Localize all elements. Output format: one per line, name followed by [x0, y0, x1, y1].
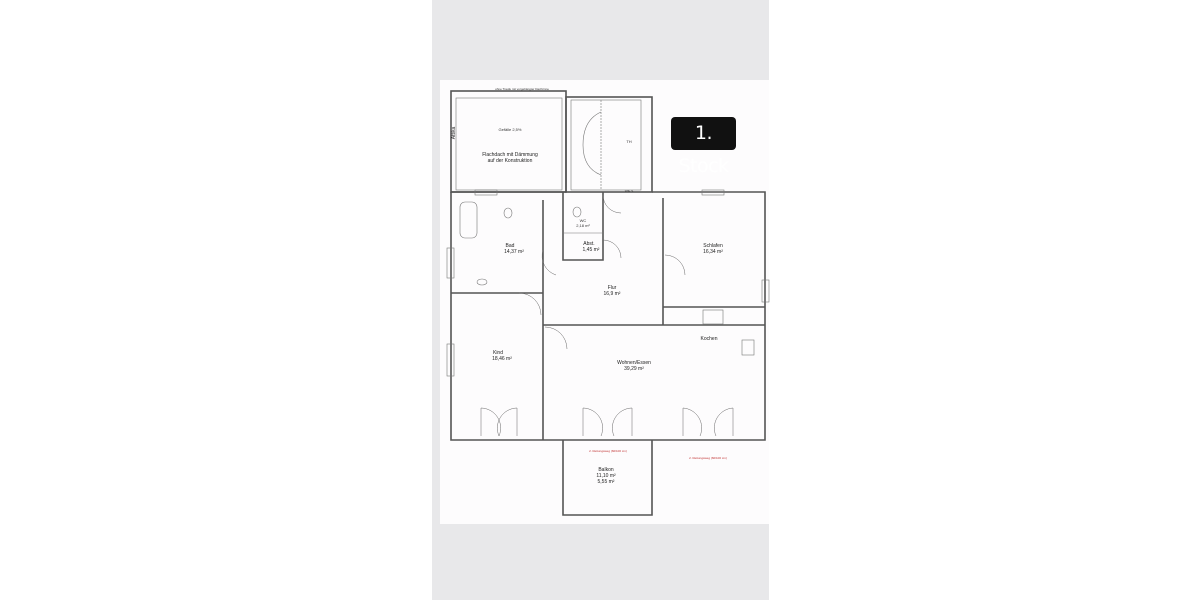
flat-roof-outline [450, 90, 567, 193]
top-note: ohne Traufe mit vorgehängter Dachrinne [495, 87, 549, 91]
window-schlafen [701, 189, 725, 196]
rettungsweg-note-2: 2. Rettungsweg (60/100 cm) [689, 456, 727, 460]
room-kochen-name: Kochen [701, 336, 718, 342]
window-bad [474, 189, 498, 196]
floor-plan-sheet [440, 80, 769, 524]
room-flur-name: Flur [608, 285, 617, 291]
room-schlafen-area: 16,34 m² [703, 249, 723, 255]
wohnen-door [544, 326, 568, 350]
wohnen-double-door-2 [682, 407, 734, 437]
bathtub [459, 201, 478, 239]
sink-bad [476, 278, 488, 286]
schlafen-door [664, 254, 686, 276]
toilet-bad [503, 207, 513, 219]
room-wohnen-name: Wohnen/Essen [617, 360, 651, 366]
toilet-wc [572, 206, 582, 218]
kind-door [518, 292, 542, 316]
room-kind-area: 18,46 m² [492, 356, 512, 362]
attika-label: Attika [451, 127, 457, 140]
room-bad-area: 14,37 m² [504, 249, 524, 255]
room-bad-name: Bad [506, 243, 515, 249]
wc-door [602, 194, 622, 214]
room-wohnen-area: 39,29 m² [624, 366, 644, 372]
flat-roof-inner [455, 97, 563, 191]
outer-walls [450, 191, 766, 441]
wohnen-double-door-1 [582, 407, 633, 437]
kitchen-sink [702, 309, 724, 325]
room-abst-name: Abst. [583, 241, 594, 247]
balcony-outline [562, 440, 653, 516]
room-balkon-area2: 5,55 m² [598, 479, 615, 485]
floor-badge: 1. Stock [671, 117, 736, 177]
room-abst-area: 1,45 m² [583, 247, 600, 253]
abst-door [602, 239, 622, 259]
wc-walls [562, 192, 604, 261]
room-kind-name: Kind [493, 350, 503, 356]
window-kind [446, 343, 455, 377]
window-bad-side [446, 247, 455, 279]
room-balkon-name: Balkon [598, 467, 614, 473]
flachdach-label-1: Flachdach mit Dämmung [482, 152, 538, 158]
wie-s-label: WIE S [625, 189, 634, 193]
window-schlafen-side [761, 279, 770, 303]
kind-double-door [480, 407, 518, 437]
rettungsweg-note-1: 2. Rettungsweg (60/100 cm) [589, 449, 627, 453]
room-wc-area: 2,18 m² [576, 223, 590, 228]
room-balkon-area: 11,10 m² [596, 473, 616, 479]
stair-curve [582, 111, 602, 176]
stair-outline [565, 96, 653, 193]
room-flur-area: 16,9 m² [604, 291, 621, 297]
stove [741, 339, 755, 356]
room-schlafen-name: Schlafen [703, 243, 723, 249]
bad-door [541, 249, 557, 276]
gefaelle-label: Gefälle 2,5% [499, 127, 522, 132]
th-label: TH [626, 139, 631, 144]
room-wc-name: WC [580, 218, 587, 223]
stair-inner [570, 99, 642, 191]
flachdach-label-2: auf der Konstruktion [488, 158, 533, 164]
